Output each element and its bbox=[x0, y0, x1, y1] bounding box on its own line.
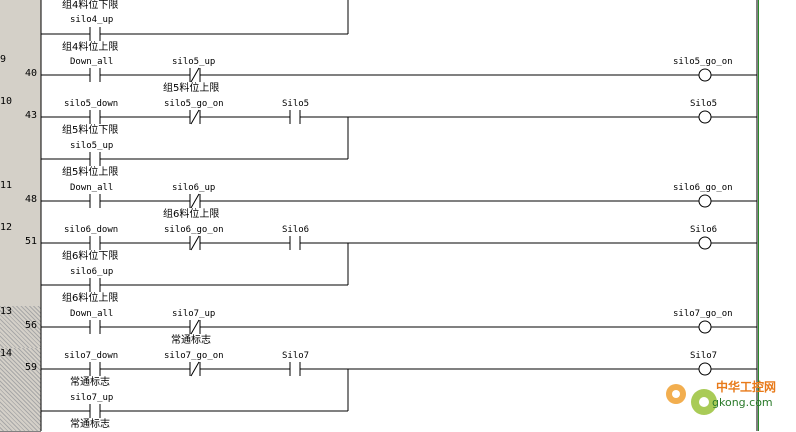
output-coil[interactable] bbox=[698, 320, 712, 334]
contact-variable: silo7_go_on bbox=[164, 351, 224, 361]
watermark-url: gkong.com bbox=[712, 396, 773, 409]
rung-9[interactable]: Down_all silo5_up 组5料位上限 silo5_go_on bbox=[41, 57, 757, 94]
rung-12[interactable]: silo6_down silo6_go_on Silo6 Silo6 组6料位下… bbox=[41, 225, 757, 304]
network-number: 14 bbox=[0, 348, 13, 359]
network-number: 9 bbox=[0, 54, 7, 65]
comment-label: 组5料位上限 bbox=[163, 81, 219, 94]
contact-variable: silo7_up bbox=[172, 309, 215, 319]
rung-11[interactable]: Down_all silo6_up 组6料位上限 silo6_go_on bbox=[41, 183, 757, 220]
network-address: 43 bbox=[24, 110, 37, 121]
output-coil[interactable] bbox=[698, 110, 712, 124]
contact-variable: Silo6 bbox=[282, 225, 309, 235]
output-coil[interactable] bbox=[698, 236, 712, 250]
coil-variable: silo6_go_on bbox=[673, 183, 733, 193]
rung-13[interactable]: Down_all silo7_up 常通标志 silo7_go_on bbox=[41, 309, 757, 346]
contact-variable: Silo5 bbox=[282, 99, 309, 109]
contact-variable: silo7_up bbox=[70, 393, 113, 403]
comment-label: 组5料位上限 bbox=[62, 165, 118, 178]
output-coil[interactable] bbox=[698, 362, 712, 376]
output-coil[interactable] bbox=[698, 68, 712, 82]
contact-variable: silo4_up bbox=[70, 15, 113, 25]
partial-branch-top: 组4料位下限 silo4_up 组4料位上限 bbox=[41, 0, 349, 53]
network-number: 10 bbox=[0, 96, 13, 107]
output-coil[interactable] bbox=[698, 194, 712, 208]
network-label-11[interactable]: 11 48 bbox=[0, 180, 41, 223]
network-label-13[interactable]: 13 56 bbox=[0, 306, 41, 349]
network-address: 59 bbox=[24, 362, 37, 373]
network-number: 12 bbox=[0, 222, 13, 233]
coil-variable: Silo7 bbox=[690, 351, 717, 361]
comment-label: 常通标志 bbox=[70, 417, 110, 430]
contact-variable: Down_all bbox=[70, 57, 113, 67]
contact-variable: silo6_down bbox=[64, 225, 118, 235]
network-address: 48 bbox=[24, 194, 37, 205]
watermark-title: 中华工控网 bbox=[716, 380, 777, 394]
coil-variable: silo5_go_on bbox=[673, 57, 733, 67]
network-label-14[interactable]: 14 59 bbox=[0, 348, 41, 432]
contact-variable: silo6_go_on bbox=[164, 225, 224, 235]
contact-variable: Down_all bbox=[70, 309, 113, 319]
comment-label: 组4料位下限 bbox=[62, 0, 118, 11]
contact-variable: Silo7 bbox=[282, 351, 309, 361]
comment-label: 组6料位上限 bbox=[62, 291, 118, 304]
contact-variable: silo7_down bbox=[64, 351, 118, 361]
watermark-gear-icon bbox=[666, 384, 717, 415]
comment-label: 组6料位上限 bbox=[163, 207, 219, 220]
network-number: 13 bbox=[0, 306, 13, 317]
comment-label: 常通标志 bbox=[70, 375, 110, 388]
contact-variable: Down_all bbox=[70, 183, 113, 193]
coil-variable: Silo6 bbox=[690, 225, 717, 235]
contact-variable: silo5_up bbox=[172, 57, 215, 67]
network-address: 40 bbox=[24, 68, 37, 79]
network-number: 11 bbox=[0, 180, 13, 191]
contact-variable: silo5_down bbox=[64, 99, 118, 109]
contact-variable: silo6_up bbox=[70, 267, 113, 277]
right-margin bbox=[758, 0, 796, 431]
comment-label: 常通标志 bbox=[171, 333, 211, 346]
contact-variable: silo6_up bbox=[172, 183, 215, 193]
contact-variable: silo5_go_on bbox=[164, 99, 224, 109]
rung-10[interactable]: silo5_down silo5_go_on Silo5 Silo5 组5料位下… bbox=[41, 99, 757, 178]
coil-variable: Silo5 bbox=[690, 99, 717, 109]
comment-label: 组6料位下限 bbox=[62, 249, 118, 262]
rung-14[interactable]: silo7_down silo7_go_on Silo7 Silo7 常通标志 … bbox=[41, 351, 757, 430]
contact-variable: silo5_up bbox=[70, 141, 113, 151]
coil-variable: silo7_go_on bbox=[673, 309, 733, 319]
comment-label: 组5料位下限 bbox=[62, 123, 118, 136]
network-address: 51 bbox=[24, 236, 37, 247]
comment-label: 组4料位上限 bbox=[62, 40, 118, 53]
network-label-9[interactable]: 9 40 bbox=[0, 54, 41, 97]
network-address: 56 bbox=[24, 320, 37, 331]
